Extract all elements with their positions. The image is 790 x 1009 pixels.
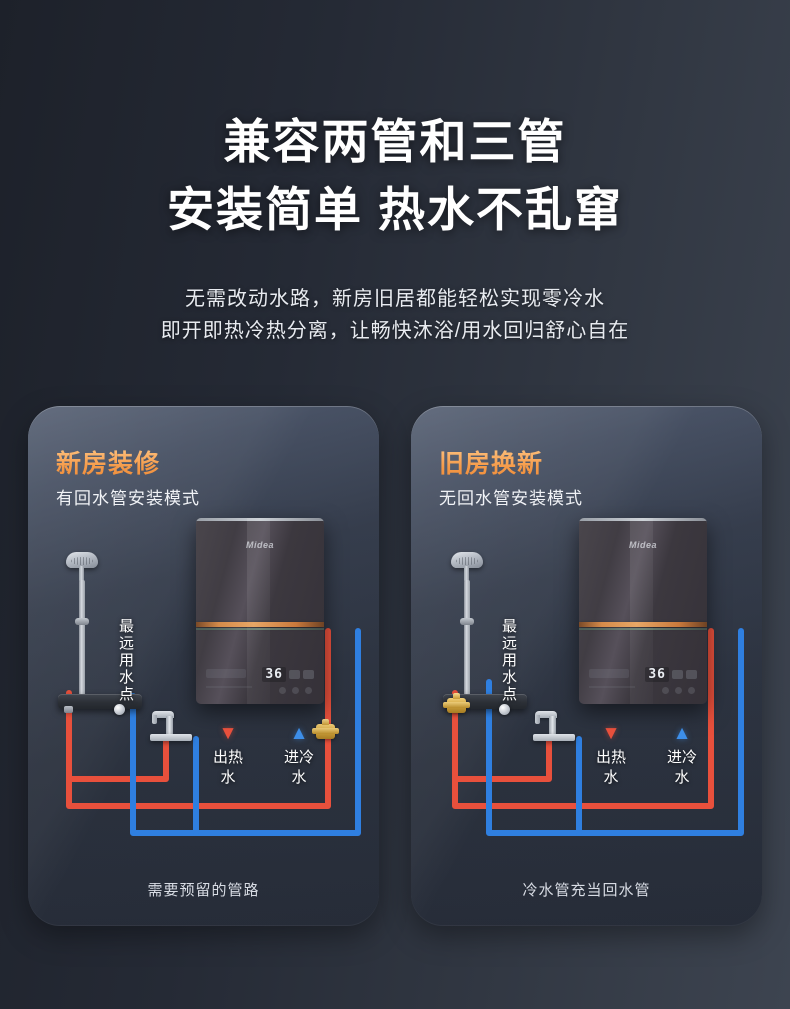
label-farthest-water-point: 最远用水点 [117, 618, 134, 703]
heater-display-key-1[interactable] [672, 670, 683, 679]
flow-label-hot-out: ▼ 出热水 [596, 724, 626, 788]
flow-label-cold-in: ▲ 进冷水 [667, 724, 697, 788]
heater-display-key-1[interactable] [289, 670, 300, 679]
flow-label-hot-out-text: 出热水 [213, 749, 244, 786]
shower-head-icon [451, 552, 483, 568]
heater-top-cap [196, 518, 324, 521]
card-title-new-house: 新房装修 [56, 444, 160, 480]
shower-knob [499, 704, 510, 715]
heater-button-3[interactable] [305, 687, 312, 694]
diagram-new-house: 最远用水点 Midea [28, 406, 379, 926]
shower-pole [464, 580, 470, 698]
heater-button-row [279, 687, 312, 694]
heater-display-panel: 36 [645, 667, 697, 682]
heater-temperature-value: 36 [262, 667, 286, 682]
faucet-spout [152, 711, 174, 724]
pipe-network-old-house [452, 628, 744, 836]
heater-display-panel: 36 [262, 667, 314, 682]
flow-label-cold-in-text: 进冷水 [284, 749, 315, 786]
diagram-old-house: 最远用水点 Midea [411, 406, 762, 926]
water-heater-unit: Midea 36 [196, 518, 324, 704]
shower-pole [79, 580, 85, 698]
comparison-cards: 新房装修 有回水管安装模式 [28, 406, 762, 926]
flow-label-hot-out-text: 出热水 [596, 749, 627, 786]
heater-accent-stripe-secondary [196, 628, 324, 630]
heater-gloss [247, 518, 271, 704]
heater-accent-stripe [579, 622, 707, 627]
heater-top-cap [579, 518, 707, 521]
headline-line-1: 兼容两管和三管 [223, 115, 567, 168]
card-old-house: 旧房换新 无回水管安装模式 [411, 406, 762, 926]
arrow-down-icon: ▼ [601, 723, 621, 744]
pipe-network-new-house [66, 628, 361, 836]
shower-clamp [75, 618, 89, 625]
heater-button-2[interactable] [675, 687, 682, 694]
flow-label-cold-in-text: 进冷水 [667, 749, 698, 786]
card-subtitle-old-house: 无回水管安装模式 [439, 489, 583, 508]
heater-button-3[interactable] [688, 687, 695, 694]
heater-label-plate-line [206, 686, 252, 688]
card-subtitle-new-house: 有回水管安装模式 [56, 489, 200, 508]
heater-temperature-value: 36 [645, 667, 669, 682]
page-title: 兼容两管和三管 安装简单 热水不乱窜 [0, 108, 790, 244]
subtitle-line-2: 即开即热冷热分离，让畅快沐浴/用水回归舒心自在 [160, 320, 630, 342]
heater-accent-stripe [196, 622, 324, 627]
flow-label-hot-out: ▼ 出热水 [213, 724, 243, 788]
headline-line-2: 安装简单 热水不乱窜 [166, 183, 624, 236]
shower-clamp [460, 618, 474, 625]
heater-label-plate [206, 669, 246, 678]
card-caption-new-house: 需要预留的管路 [147, 882, 260, 899]
faucet-base [150, 734, 192, 741]
card-title-old-house: 旧房换新 [439, 444, 543, 480]
label-farthest-water-point: 最远用水点 [500, 618, 517, 703]
heater-display-key-2[interactable] [686, 670, 697, 679]
card-caption-old-house: 冷水管充当回水管 [522, 882, 651, 899]
shutoff-valve-icon [312, 719, 339, 739]
heater-label-plate-line [589, 686, 635, 688]
shower-lever [64, 706, 73, 713]
shower-knob [114, 704, 125, 715]
arrow-up-icon: ▲ [672, 723, 692, 744]
faucet-spout [535, 711, 557, 724]
heater-button-1[interactable] [662, 687, 669, 694]
arrow-up-icon: ▲ [289, 723, 309, 744]
page-subtitle: 无需改动水路，新房旧居都能轻松实现零冷水 即开即热冷热分离，让畅快沐浴/用水回归… [0, 283, 790, 347]
faucet-stem [166, 716, 173, 736]
heater-button-2[interactable] [292, 687, 299, 694]
faucet-stem [549, 716, 556, 736]
heater-brand-label: Midea [628, 540, 658, 550]
heater-button-row [662, 687, 695, 694]
heater-button-1[interactable] [279, 687, 286, 694]
shower-head-icon [66, 552, 98, 568]
shower-neck [464, 566, 469, 582]
water-heater-unit: Midea 36 [579, 518, 707, 704]
subtitle-line-1: 无需改动水路，新房旧居都能轻松实现零冷水 [185, 288, 605, 310]
faucet-base [533, 734, 575, 741]
arrow-down-icon: ▼ [218, 723, 238, 744]
heater-display-key-2[interactable] [303, 670, 314, 679]
flow-label-cold-in: ▲ 进冷水 [284, 724, 314, 788]
shower-neck [79, 566, 84, 582]
shutoff-valve-icon [443, 693, 470, 713]
heater-label-plate [589, 669, 629, 678]
heater-brand-label: Midea [245, 540, 275, 550]
heater-accent-stripe-secondary [579, 628, 707, 630]
card-new-house: 新房装修 有回水管安装模式 [28, 406, 379, 926]
heater-gloss [630, 518, 654, 704]
